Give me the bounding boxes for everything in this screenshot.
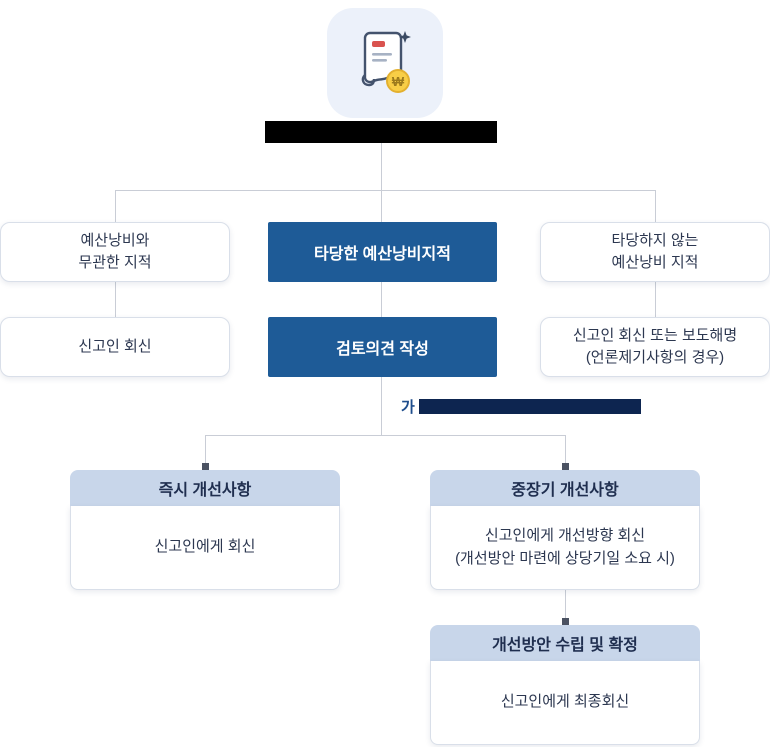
branch-note: 가 — [401, 396, 641, 417]
group-immediate-body-text: 신고인에게 회신 — [154, 538, 256, 556]
flow-line — [565, 435, 566, 468]
branch-note-prefix: 가 — [401, 399, 415, 416]
flow-line — [205, 435, 206, 468]
flow-line — [381, 190, 382, 222]
flow-line — [655, 190, 656, 222]
connector-dot — [202, 463, 209, 470]
group-final-header: 개선방안 수립 및 확정 — [430, 625, 700, 661]
svg-text:₩: ₩ — [392, 74, 405, 89]
group-midlong-header: 중장기 개선사항 — [430, 470, 700, 506]
box-valid-budget-waste-point: 타당한 예산낭비지적 — [268, 222, 497, 282]
group-immediate-body: 신고인에게 회신 — [70, 506, 340, 590]
box-reporter-reply-left-label: 신고인 회신 — [78, 337, 152, 355]
group-midlong-title: 중장기 개선사항 — [511, 482, 619, 499]
box-irrelevant-point-label: 예산낭비와 무관한 지적 — [78, 231, 152, 272]
box-invalid-budget-waste-point-label: 타당하지 않는 예산낭비 지적 — [611, 231, 699, 272]
box-irrelevant-point: 예산낭비와 무관한 지적 — [0, 222, 230, 282]
box-invalid-budget-waste-point: 타당하지 않는 예산낭비 지적 — [540, 222, 770, 282]
group-midlong-body-text: 신고인에게 개선방향 회신 (개선방안 마련에 상당기일 소요 시) — [455, 527, 675, 567]
group-midlong-body: 신고인에게 개선방향 회신 (개선방안 마련에 상당기일 소요 시) — [430, 506, 700, 590]
connector-dot — [562, 463, 569, 470]
flow-line — [655, 282, 656, 317]
flow-line — [115, 190, 116, 222]
document-won-coin-icon: ₩ — [361, 31, 411, 93]
group-immediate-title: 즉시 개선사항 — [158, 482, 252, 499]
connector-dot — [562, 618, 569, 625]
flow-line — [565, 590, 566, 625]
flow-line — [381, 282, 382, 317]
box-reporter-reply-left: 신고인 회신 — [0, 317, 230, 377]
group-immediate-header: 즉시 개선사항 — [70, 470, 340, 506]
title-redacted-bar — [265, 121, 497, 143]
box-review-opinion-label: 검토의견 작성 — [336, 341, 429, 358]
group-final-body: 신고인에게 최종회신 — [430, 661, 700, 745]
box-reply-or-press-clarification-label: 신고인 회신 또는 보도해명 (언론제기사항의 경우) — [572, 326, 738, 367]
box-reply-or-press-clarification: 신고인 회신 또는 보도해명 (언론제기사항의 경우) — [540, 317, 770, 377]
group-final-body-text: 신고인에게 최종회신 — [500, 693, 630, 711]
flow-line — [381, 143, 382, 190]
flow-line — [115, 190, 656, 191]
flow-line — [381, 377, 382, 435]
branch-note-redacted-bar — [418, 399, 641, 414]
flow-line — [115, 282, 116, 317]
box-valid-budget-waste-point-label: 타당한 예산낭비지적 — [314, 246, 451, 263]
box-review-opinion: 검토의견 작성 — [268, 317, 497, 377]
budget-report-icon: ₩ — [327, 8, 443, 118]
flow-line — [205, 435, 566, 436]
group-final-title: 개선방안 수립 및 확정 — [492, 637, 638, 654]
